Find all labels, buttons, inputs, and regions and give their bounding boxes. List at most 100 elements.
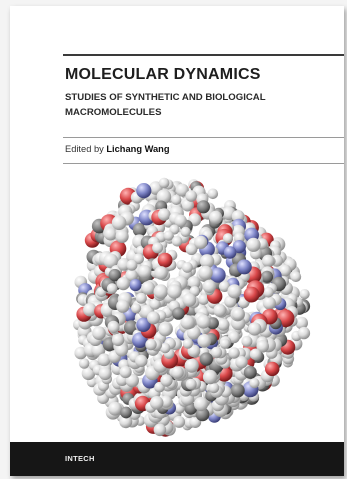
atom-sphere xyxy=(115,229,129,243)
atom-sphere xyxy=(182,338,193,349)
atom-sphere xyxy=(160,342,171,354)
atom-sphere xyxy=(173,415,186,428)
atom-sphere xyxy=(135,354,148,368)
atom-sphere xyxy=(202,279,217,294)
atom-sphere xyxy=(196,200,210,214)
atom-sphere xyxy=(157,208,171,221)
atom-sphere xyxy=(217,318,230,331)
atom-sphere xyxy=(116,277,130,291)
divider-rule-lower xyxy=(63,163,344,164)
book-cover: MOLECULAR DYNAMICS STUDIES OF SYNTHETIC … xyxy=(10,6,344,476)
atom-sphere xyxy=(135,292,147,304)
atom-sphere xyxy=(92,326,106,341)
atom-sphere xyxy=(104,227,117,241)
atom-sphere xyxy=(241,335,253,347)
atom-sphere xyxy=(119,415,133,429)
atom-sphere xyxy=(106,283,118,294)
atom-sphere xyxy=(193,397,209,412)
atom-sphere xyxy=(149,298,161,310)
atom-sphere xyxy=(158,177,170,189)
atom-sphere xyxy=(157,252,173,268)
atom-sphere xyxy=(153,423,167,437)
atom-sphere xyxy=(249,378,260,389)
atom-sphere xyxy=(210,346,223,359)
atom-sphere xyxy=(111,215,127,231)
atom-sphere xyxy=(116,299,130,313)
editor-name: Lichang Wang xyxy=(106,144,170,154)
atom-sphere xyxy=(198,294,210,305)
atom-sphere xyxy=(199,254,215,269)
atom-sphere xyxy=(263,287,274,298)
publisher-bar: INTECH xyxy=(10,442,344,476)
book-title: MOLECULAR DYNAMICS xyxy=(65,66,261,83)
atom-sphere xyxy=(260,270,274,283)
atom-sphere xyxy=(149,396,164,410)
atom-sphere xyxy=(299,289,310,300)
atom-sphere xyxy=(182,293,197,307)
subtitle-line-1: STUDIES OF SYNTHETIC AND BIOLOGICAL xyxy=(65,92,266,103)
atom-sphere xyxy=(136,183,152,199)
atom-sphere xyxy=(156,189,172,204)
atom-sphere xyxy=(131,303,142,314)
atom-sphere xyxy=(103,253,119,269)
atom-sphere xyxy=(136,317,151,332)
atom-sphere xyxy=(198,265,213,280)
atom-sphere xyxy=(185,190,197,202)
atom-sphere xyxy=(145,338,157,351)
atom-sphere xyxy=(129,278,142,292)
atom-sphere xyxy=(174,214,187,228)
atom-sphere xyxy=(248,322,262,336)
atom-sphere xyxy=(172,307,185,320)
atom-sphere xyxy=(208,382,220,394)
atom-sphere xyxy=(232,240,246,254)
divider-rule xyxy=(63,137,344,138)
atom-sphere xyxy=(197,334,212,348)
atom-sphere xyxy=(171,194,182,205)
atom-sphere xyxy=(158,322,173,337)
atom-sphere xyxy=(295,316,309,330)
atom-sphere xyxy=(78,358,90,369)
atom-sphere xyxy=(132,223,147,237)
atom-sphere xyxy=(297,326,311,340)
atom-sphere xyxy=(171,236,183,247)
atom-sphere xyxy=(171,366,184,379)
atom-sphere xyxy=(185,378,197,390)
atom-sphere xyxy=(219,338,231,349)
atom-sphere xyxy=(119,365,132,379)
atom-sphere xyxy=(279,264,292,277)
atom-sphere xyxy=(160,374,173,387)
atom-sphere xyxy=(153,284,169,299)
atom-sphere xyxy=(262,296,276,310)
atom-sphere xyxy=(256,340,269,353)
atom-sphere xyxy=(115,343,128,357)
atom-sphere xyxy=(180,315,195,330)
atom-sphere xyxy=(243,286,260,303)
publisher-name: INTECH xyxy=(65,454,95,463)
atom-sphere xyxy=(185,243,198,256)
atom-sphere xyxy=(194,235,208,249)
atom-sphere xyxy=(218,280,231,292)
atom-sphere xyxy=(167,284,182,299)
atom-sphere xyxy=(186,325,201,340)
atom-sphere xyxy=(175,183,189,197)
atom-sphere xyxy=(224,295,237,308)
atom-sphere xyxy=(138,264,152,279)
atom-sphere xyxy=(199,352,213,366)
subtitle-line-2: MACROMOLECULES xyxy=(65,106,162,118)
atom-sphere xyxy=(125,373,139,388)
atom-sphere xyxy=(246,237,261,252)
atom-sphere xyxy=(202,369,218,385)
atom-sphere xyxy=(83,302,97,317)
editor-prefix: Edited by xyxy=(65,144,107,154)
atom-sphere xyxy=(147,311,160,325)
atom-sphere xyxy=(97,353,111,367)
atom-sphere xyxy=(232,308,245,321)
atom-sphere xyxy=(152,242,164,254)
atom-sphere xyxy=(236,259,252,275)
atom-sphere xyxy=(184,358,199,373)
atom-sphere xyxy=(235,356,248,369)
atom-sphere xyxy=(108,401,122,416)
atom-sphere xyxy=(111,333,125,347)
atom-sphere xyxy=(125,269,138,282)
atom-sphere xyxy=(265,361,280,377)
